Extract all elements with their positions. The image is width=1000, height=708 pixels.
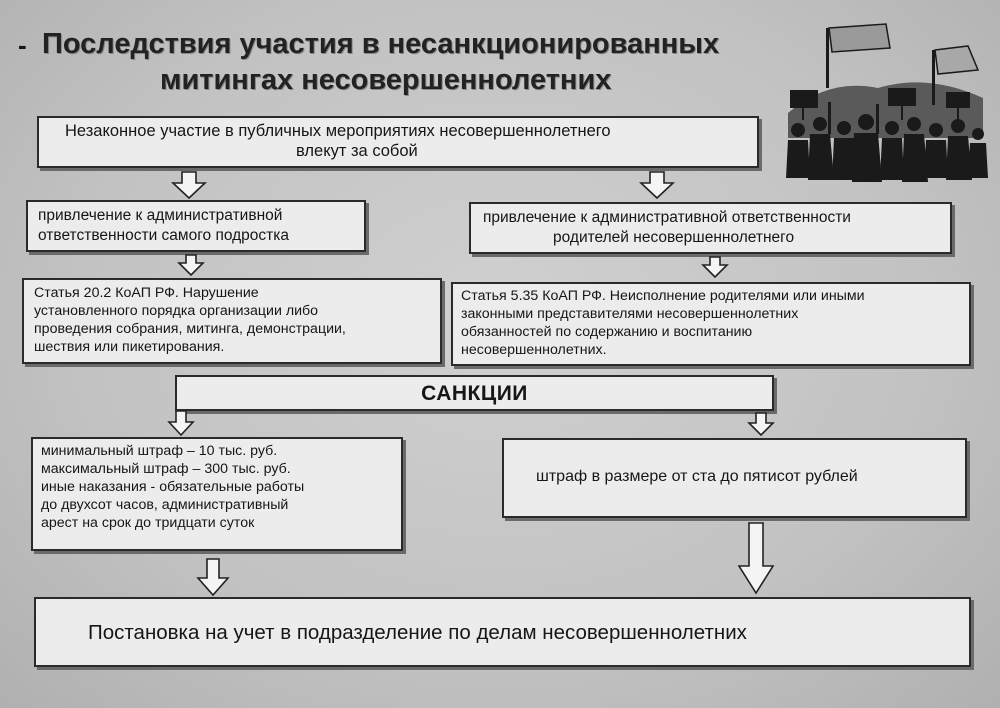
title-bullet: -: [18, 30, 27, 60]
down-arrow-icon: [737, 522, 775, 595]
right-article-line-4: несовершеннолетних.: [461, 342, 607, 358]
left-sanctions-line-1: минимальный штраф – 10 тыс. руб.: [41, 443, 278, 459]
left-responsibility-box: привлечение к административной ответстве…: [26, 200, 366, 252]
left-article-line-4: шествия или пикетирования.: [34, 339, 225, 355]
down-arrow-icon: [638, 171, 676, 200]
protest-crowd-icon: [786, 23, 988, 182]
sanctions-header-box: САНКЦИИ: [175, 375, 774, 411]
down-arrow-icon: [701, 256, 729, 279]
bottom-box: Постановка на учет в подразделение по де…: [34, 597, 971, 667]
left-sanctions-line-4: до двухсот часов, административный: [41, 497, 289, 513]
down-arrow-icon: [170, 171, 208, 200]
down-arrow-icon: [747, 412, 775, 437]
down-arrow-icon: [167, 410, 195, 437]
page-title-line-1: Последствия участия в несанкционированны…: [42, 28, 720, 60]
right-sanctions-line-1: штраф в размере от ста до пятисот рублей: [536, 468, 858, 485]
sanctions-header: САНКЦИИ: [421, 382, 528, 405]
left-responsibility-line-2: ответственности самого подростка: [38, 227, 289, 244]
left-article-line-2: установленного порядка организации либо: [34, 303, 319, 319]
down-arrow-icon: [196, 558, 230, 597]
left-sanctions-box: минимальный штраф – 10 тыс. руб. максима…: [31, 437, 403, 551]
top-box-line-1: Незаконное участие в публичных мероприят…: [65, 122, 611, 140]
left-article-box: Статья 20.2 КоАП РФ. Нарушение установле…: [22, 278, 442, 364]
right-article-line-1: Статья 5.35 КоАП РФ. Неисполнение родите…: [461, 288, 865, 304]
right-responsibility-line-2: родителей несовершеннолетнего: [553, 229, 795, 246]
left-responsibility-line-1: привлечение к административной: [38, 207, 283, 224]
right-responsibility-line-1: привлечение к административной ответстве…: [483, 209, 851, 226]
right-article-line-3: обязанностей по содержанию и воспитанию: [461, 324, 753, 340]
right-article-box: Статья 5.35 КоАП РФ. Неисполнение родите…: [451, 282, 971, 366]
left-sanctions-line-5: арест на срок до тридцати суток: [41, 515, 255, 531]
right-article-line-2: законными представителями несовершенноле…: [461, 306, 799, 322]
page-title-line-2: митингах несовершеннолетних: [160, 64, 612, 96]
right-sanctions-box: штраф в размере от ста до пятисот рублей: [502, 438, 967, 518]
left-sanctions-line-2: максимальный штраф – 300 тыс. руб.: [41, 461, 291, 477]
left-article-line-3: проведения собрания, митинга, демонстрац…: [34, 321, 346, 337]
down-arrow-icon: [177, 254, 205, 277]
top-box: Незаконное участие в публичных мероприят…: [37, 116, 759, 168]
left-sanctions-line-3: иные наказания - обязательные работы: [41, 479, 305, 495]
left-article-line-1: Статья 20.2 КоАП РФ. Нарушение: [34, 285, 259, 301]
top-box-line-2: влекут за собой: [296, 142, 418, 160]
bottom-box-text: Постановка на учет в подразделение по де…: [88, 621, 747, 644]
right-responsibility-box: привлечение к административной ответстве…: [469, 202, 952, 254]
